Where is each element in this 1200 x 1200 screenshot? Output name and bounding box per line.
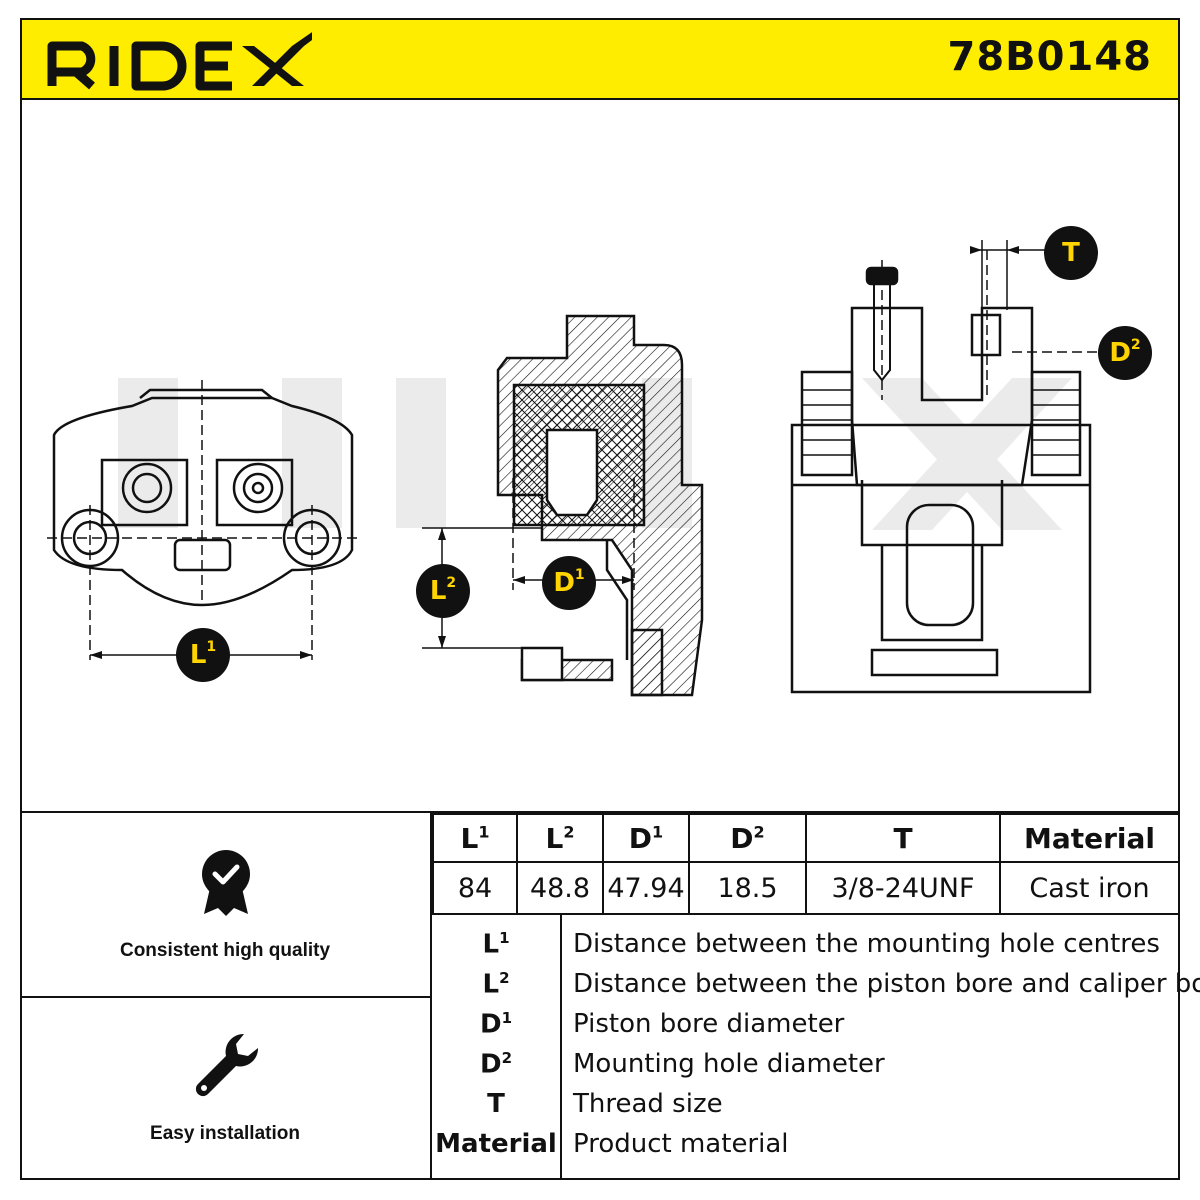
spec-header-l1: L1 — [432, 813, 518, 863]
spec-header-d2: D2 — [688, 813, 807, 863]
badge-t: T — [1044, 226, 1098, 280]
legend-key: L2 — [482, 969, 510, 1000]
section-divider — [20, 811, 1180, 813]
caliper-front-view — [47, 380, 362, 660]
legend-desc: Distance between the piston bore and cal… — [573, 969, 1200, 999]
legend-key: Material — [435, 1129, 557, 1159]
ridex-logo — [42, 24, 320, 101]
legend-key: D2 — [479, 1049, 513, 1080]
legend-desc: Distance between the mounting hole centr… — [573, 929, 1160, 959]
spec-value-t: 3/8-24UNF — [805, 861, 1001, 915]
legend-divider — [560, 915, 562, 1180]
spec-value-d1: 47.94 — [602, 861, 690, 915]
legend-row: L2 Distance between the piston bore and … — [432, 969, 1200, 1009]
spec-header-d1: D1 — [602, 813, 690, 863]
specs-header-row: L1 L2 D1 D2 T Material — [432, 813, 1180, 863]
spec-header-l2: L2 — [516, 813, 604, 863]
caliper-section-view — [422, 314, 704, 697]
caliper-side-view — [790, 240, 1102, 694]
specs-table: L1 L2 D1 D2 T Material 84 48.8 47.94 18.… — [432, 813, 1180, 915]
legend-row: L1 Distance between the mounting hole ce… — [432, 929, 1180, 969]
technical-drawing — [22, 100, 1178, 812]
specs-value-row: 84 48.8 47.94 18.5 3/8-24UNF Cast iron — [432, 861, 1180, 915]
column-divider — [430, 813, 432, 1180]
spec-header-t: T — [805, 813, 1001, 863]
legend-desc: Product material — [573, 1129, 789, 1159]
legend-row: Material Product material — [432, 1129, 1180, 1169]
spec-value-material: Cast iron — [999, 861, 1180, 915]
legend-key: T — [487, 1089, 505, 1119]
spec-value-l2: 48.8 — [516, 861, 604, 915]
quality-medal-icon — [196, 848, 256, 923]
spec-header-material: Material — [999, 813, 1180, 863]
legend-desc: Piston bore diameter — [573, 1009, 845, 1039]
legend: L1 Distance between the mounting hole ce… — [432, 913, 1200, 1182]
feature-quality-label: Consistent high quality — [119, 940, 331, 961]
legend-desc: Thread size — [573, 1089, 723, 1119]
feature-installation-label: Easy installation — [150, 1123, 300, 1144]
spec-value-d2: 18.5 — [688, 861, 807, 915]
legend-key: D1 — [479, 1009, 513, 1040]
header-bar: 78B0148 — [20, 18, 1180, 100]
legend-key: L1 — [482, 929, 510, 960]
legend-desc: Mounting hole diameter — [573, 1049, 885, 1079]
feature-divider — [20, 996, 430, 998]
part-number: 78B0148 — [947, 34, 1152, 80]
legend-row: D2 Mounting hole diameter — [432, 1049, 1180, 1089]
legend-row: T Thread size — [432, 1089, 1180, 1129]
wrench-icon — [192, 1030, 262, 1105]
spec-value-l1: 84 — [432, 861, 518, 915]
legend-row: D1 Piston bore diameter — [432, 1009, 1180, 1049]
